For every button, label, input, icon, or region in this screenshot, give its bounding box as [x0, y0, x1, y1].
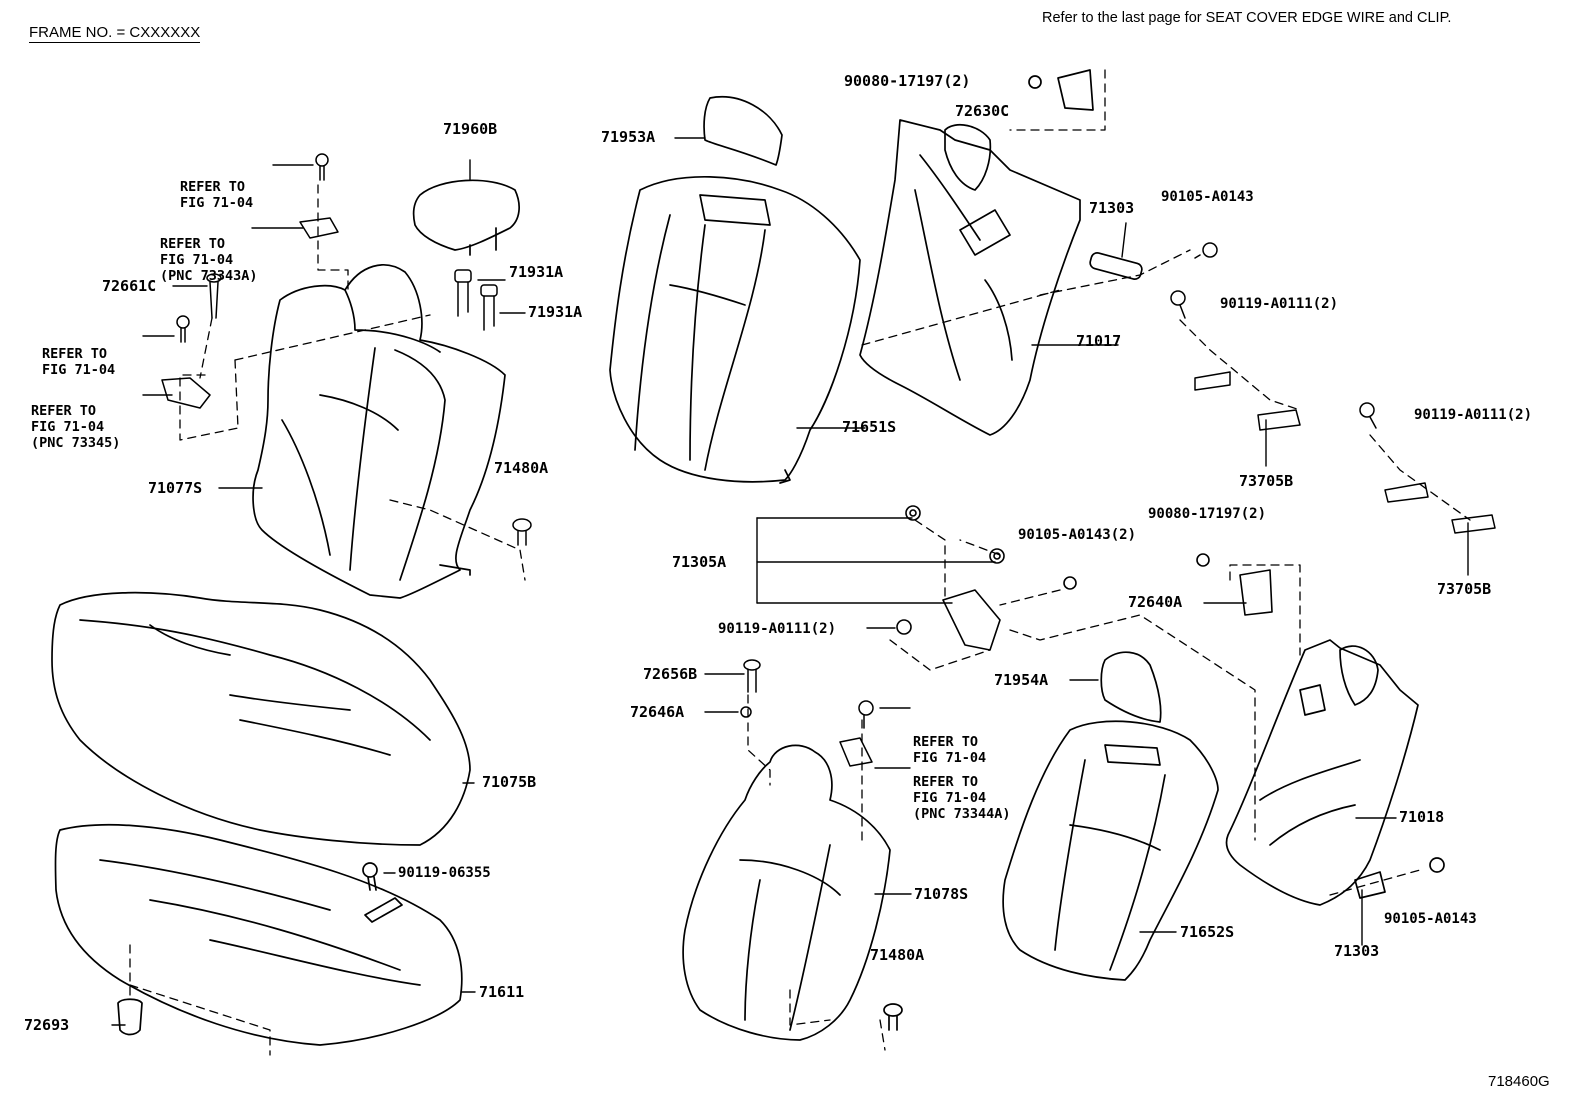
callout-71075b: 71075B — [482, 773, 537, 791]
frame-number: FRAME NO. = CXXXXXX — [29, 24, 201, 43]
callout-71018: 71018 — [1399, 808, 1445, 826]
seat-back-71078s — [682, 744, 903, 1041]
callout-71611: 71611 — [479, 983, 525, 1001]
callout-72661c: 72661C — [102, 277, 157, 295]
callout-71651s: 71651S — [842, 418, 897, 436]
callout-73705b: 73705B — [1437, 580, 1492, 598]
callout-71960b: 71960B — [443, 120, 498, 138]
cushion-frame — [54, 823, 463, 1046]
leader-lines — [111, 137, 1469, 1026]
left-fasteners — [161, 153, 532, 546]
callout-90105-a0143: 90105-A0143 — [1384, 911, 1477, 927]
callout-90080-17197: 90080-17197(2) — [1148, 506, 1267, 522]
callout-72656b: 72656B — [643, 665, 698, 683]
callout-71305a: 71305A — [672, 553, 727, 571]
callout-72630c: 72630C — [955, 102, 1010, 120]
callout-73705b: 73705B — [1239, 472, 1294, 490]
seat-back-frame-71018 — [1225, 639, 1445, 906]
dashed-lines — [129, 69, 1471, 1056]
callout-72693: 72693 — [24, 1016, 70, 1034]
seat-cushion — [51, 591, 471, 846]
callout-71303: 71303 — [1334, 942, 1380, 960]
callout-71652s: 71652S — [1180, 923, 1235, 941]
headrest-71960b — [412, 179, 520, 256]
document-id: 718460G — [1488, 1073, 1550, 1090]
callout-71077s: 71077S — [148, 479, 203, 497]
seat-back-frame-71017 — [859, 69, 1143, 436]
seat-back-71652s — [1002, 651, 1219, 981]
callout-71931a: 71931A — [528, 303, 583, 321]
callout-71480a: 71480A — [870, 946, 925, 964]
callout-90105-a0143: 90105-A0143 — [1161, 189, 1254, 205]
callout-71480a: 71480A — [494, 459, 549, 477]
refer-note: Refer to the last page for SEAT COVER ED… — [1042, 10, 1452, 26]
center-fasteners — [740, 659, 874, 767]
callout-71931a: 71931A — [509, 263, 564, 281]
callout-71954a: 71954A — [994, 671, 1049, 689]
headrest-guides — [454, 269, 498, 331]
callout-90119-a0111: 90119-A0111(2) — [718, 621, 837, 637]
callout-90080-17197: 90080-17197(2) — [844, 72, 971, 90]
callout-71078s: 71078S — [914, 885, 969, 903]
seat-back-center — [609, 96, 861, 484]
callout-90119-a0111: 90119-A0111(2) — [1414, 407, 1533, 423]
callout-90119-a0111: 90119-A0111(2) — [1220, 296, 1339, 312]
seat-back-left — [252, 264, 506, 599]
callout-71303: 71303 — [1089, 199, 1135, 217]
callout-72640a: 72640A — [1128, 593, 1183, 611]
hinge-bracket — [896, 553, 1273, 651]
callout-72646a: 72646A — [630, 703, 685, 721]
callout-71017: 71017 — [1076, 332, 1122, 350]
callout-90105-a0143: 90105-A0143(2) — [1018, 527, 1137, 543]
spacers — [905, 505, 1005, 564]
callout-71953a: 71953A — [601, 128, 656, 146]
right-brackets — [1170, 242, 1496, 534]
callout-90119-06355: 90119-06355 — [398, 865, 491, 881]
